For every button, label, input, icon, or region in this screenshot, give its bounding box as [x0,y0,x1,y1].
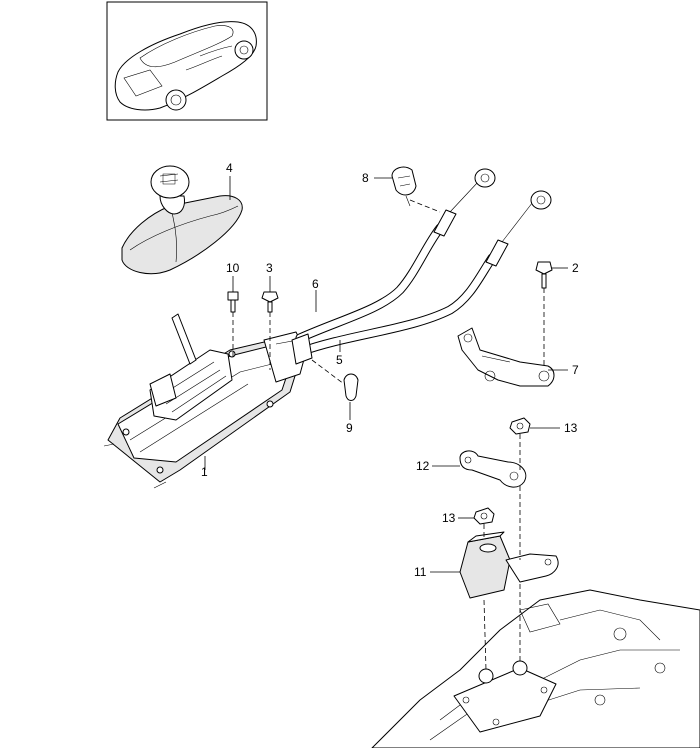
vehicle-thumbnail [106,1,268,121]
nut-13-upper [509,417,531,435]
callout-13-upper: 13 [564,421,578,435]
callout-6: 6 [312,277,319,291]
callout-5: 5 [336,353,343,367]
bracket [457,327,555,387]
callout-7: 7 [572,363,579,377]
bolt-10 [227,291,239,313]
cable-clip [391,166,417,207]
callout-13-lower: 13 [442,511,456,525]
shift-cables [291,168,552,365]
nut-13-lower [473,507,495,525]
leader-lines [204,176,568,573]
callout-10: 10 [226,261,240,275]
callout-3: 3 [266,261,273,275]
gear-selector-housing [103,313,307,489]
mount [459,531,559,599]
callout-9: 9 [346,421,353,435]
lever [459,450,527,488]
retaining-clip [343,373,359,401]
callout-12: 12 [416,459,430,473]
callout-11: 11 [414,565,427,579]
callouts: 1 2 3 4 5 6 7 8 9 10 11 12 13 13 [201,161,579,579]
transmission-housing [371,589,700,748]
callout-2: 2 [572,261,579,275]
callout-1: 1 [201,465,208,479]
callout-8: 8 [362,171,369,185]
bolt-2 [535,261,553,289]
assembly-lines [232,199,545,671]
bolt-3 [261,291,279,313]
callout-4: 4 [226,161,233,175]
shift-knob-boot [121,165,243,275]
